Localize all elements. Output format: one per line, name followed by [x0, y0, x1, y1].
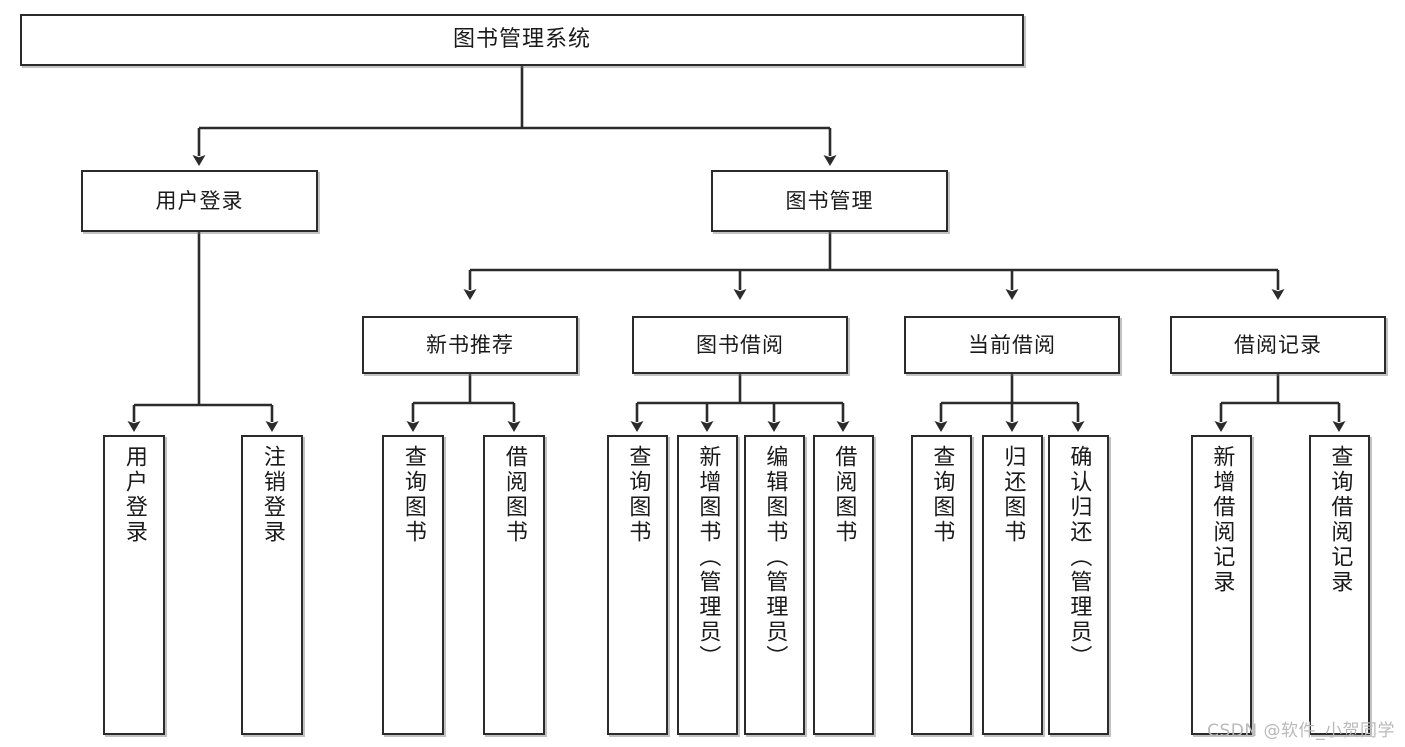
node-book-management[interactable]: 图书管理	[711, 170, 948, 232]
node-label: 查询图书	[400, 445, 426, 545]
node-label: 确认归还（管理员）	[1066, 445, 1092, 670]
leaf-query-borrow-record[interactable]: 查询借阅记录	[1309, 435, 1370, 735]
node-label: 图书借阅	[696, 332, 784, 357]
leaf-add-book-admin[interactable]: 新增图书（管理员）	[677, 435, 738, 735]
node-label: 借阅记录	[1234, 332, 1322, 357]
node-label: 新书推荐	[426, 332, 514, 357]
node-label: 当前借阅	[968, 332, 1056, 357]
leaf-borrow-book-recommend[interactable]: 借阅图书	[483, 435, 545, 735]
leaf-query-book-current[interactable]: 查询图书	[911, 435, 972, 735]
leaf-user-login[interactable]: 用户登录	[103, 435, 165, 735]
leaf-query-book-recommend[interactable]: 查询图书	[382, 435, 444, 735]
node-label: 借阅图书	[501, 445, 527, 545]
node-label: 注销登录	[259, 445, 285, 545]
node-label: 查询图书	[625, 445, 651, 545]
node-label: 图书管理	[785, 188, 874, 213]
node-label: 借阅图书	[831, 445, 857, 545]
node-label: 归还图书	[1000, 445, 1026, 545]
leaf-borrow-book[interactable]: 借阅图书	[813, 435, 874, 735]
leaf-return-book[interactable]: 归还图书	[982, 435, 1043, 735]
leaf-confirm-return-admin[interactable]: 确认归还（管理员）	[1048, 435, 1109, 735]
node-label: 查询图书	[929, 445, 955, 545]
node-label: 新增图书（管理员）	[695, 445, 721, 670]
node-user-login[interactable]: 用户登录	[81, 170, 318, 232]
node-label: 编辑图书（管理员）	[762, 445, 788, 670]
node-label: 用户登录	[155, 188, 244, 213]
leaf-query-book-borrow[interactable]: 查询图书	[607, 435, 668, 735]
node-label: 查询借阅记录	[1327, 445, 1353, 595]
node-new-book-recommend[interactable]: 新书推荐	[362, 316, 578, 374]
node-label: 用户登录	[121, 445, 147, 545]
node-label: 图书管理系统	[452, 27, 591, 53]
node-current-borrow[interactable]: 当前借阅	[904, 316, 1120, 374]
leaf-add-borrow-record[interactable]: 新增借阅记录	[1191, 435, 1252, 735]
watermark-text: CSDN @软件_小贺同学	[1207, 721, 1395, 741]
node-root-system[interactable]: 图书管理系统	[20, 14, 1024, 66]
node-borrow-record[interactable]: 借阅记录	[1170, 316, 1386, 374]
node-label: 新增借阅记录	[1209, 445, 1235, 595]
leaf-edit-book-admin[interactable]: 编辑图书（管理员）	[744, 435, 805, 735]
leaf-user-logout[interactable]: 注销登录	[241, 435, 303, 735]
node-book-borrow[interactable]: 图书借阅	[632, 316, 848, 374]
